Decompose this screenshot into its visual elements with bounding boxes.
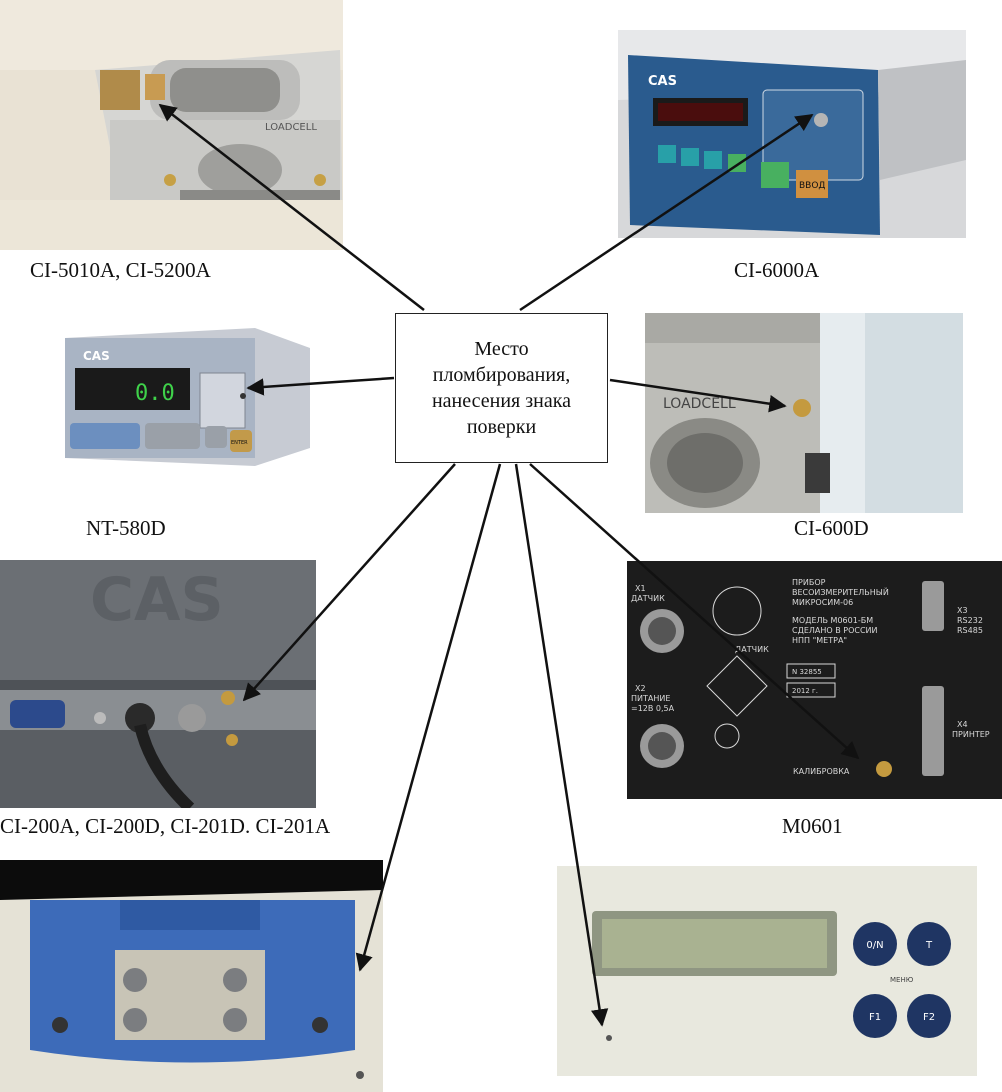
m0601-made: СДЕЛАНО В РОССИИ	[792, 626, 878, 635]
sealing-location-text: Место пломбирования, нанесения знака пов…	[431, 338, 572, 438]
weight-display-580: 0.0	[135, 381, 175, 406]
cas-logo-580: CAS	[83, 349, 110, 363]
m0601-x2: X2	[635, 684, 646, 693]
sealing-location-label: Место пломбирования, нанесения знака пов…	[395, 313, 608, 463]
enter-key-580: ENTER	[231, 440, 248, 446]
cas-logo-6000: CAS	[648, 74, 677, 89]
m0601-sensor: ДАТЧИК	[735, 645, 769, 654]
photo-nt-580d: CAS 0.0 ENTER	[55, 318, 310, 466]
photo-m0601: ПРИБОР ВЕСОИЗМЕРИТЕЛЬНЫЙ МИКРОСИМ-06 МОД…	[627, 561, 1002, 799]
m0601-x4: X4	[957, 720, 968, 729]
caption-ci-5010a: CI-5010A, CI-5200A	[30, 258, 211, 282]
terminal-key-t: T	[925, 940, 933, 951]
terminal-key-0n: 0/N	[866, 940, 883, 951]
photo-terminal: 0/N T F1 F2 МЕНЮ	[557, 866, 977, 1076]
terminal-key-f2: F2	[923, 1012, 935, 1023]
m0601-title3: МИКРОСИМ-06	[792, 598, 853, 607]
loadcell-text-2: LOADCELL	[663, 396, 736, 412]
m0601-calib: КАЛИБРОВКА	[793, 767, 850, 776]
m0601-x1: X1	[635, 584, 646, 593]
terminal-key-f1: F1	[869, 1012, 881, 1023]
m0601-x2-label: ПИТАНИЕ	[631, 694, 670, 703]
m0601-x3-rs485: RS485	[957, 626, 983, 635]
m0601-year: 2012 г.	[792, 687, 818, 695]
photo-ci-5010a: LOADCELL	[0, 0, 343, 250]
photo-ci-6000a: CAS ВВОД	[618, 30, 966, 238]
caption-ci-200: CI-200A, CI-200D, CI-201D. CI-201A	[0, 814, 331, 838]
photo-ci-600d: LOADCELL	[645, 313, 963, 513]
caption-nt-580d: NT-580D	[86, 516, 166, 540]
m0601-title1: ПРИБОР	[792, 578, 826, 587]
m0601-title2: ВЕСОИЗМЕРИТЕЛЬНЫЙ	[792, 586, 889, 597]
caption-m0601: M0601	[782, 814, 843, 838]
m0601-model: МОДЕЛЬ М0601-БМ	[792, 616, 873, 625]
m0601-x4-label: ПРИНТЕР	[952, 730, 990, 739]
caption-ci-6000a: CI-6000A	[734, 258, 820, 282]
m0601-x3: X3	[957, 606, 968, 615]
m0601-x1-label: ДАТЧИК	[631, 594, 665, 603]
caption-ci-600d: CI-600D	[794, 516, 869, 540]
cas-embossed-logo: CAS	[90, 565, 224, 635]
enter-key-6000: ВВОД	[799, 181, 825, 191]
m0601-serial: N 32855	[792, 668, 822, 676]
loadcell-text-1: LOADCELL	[265, 122, 317, 133]
photo-blue-mount	[0, 860, 383, 1092]
terminal-menu: МЕНЮ	[890, 976, 914, 984]
m0601-x3-rs232: RS232	[957, 616, 983, 625]
m0601-maker: НПП "МЕТРА"	[792, 636, 847, 645]
photo-ci-200: CAS	[0, 560, 316, 808]
m0601-x2-spec: =12В 0,5А	[631, 704, 675, 713]
